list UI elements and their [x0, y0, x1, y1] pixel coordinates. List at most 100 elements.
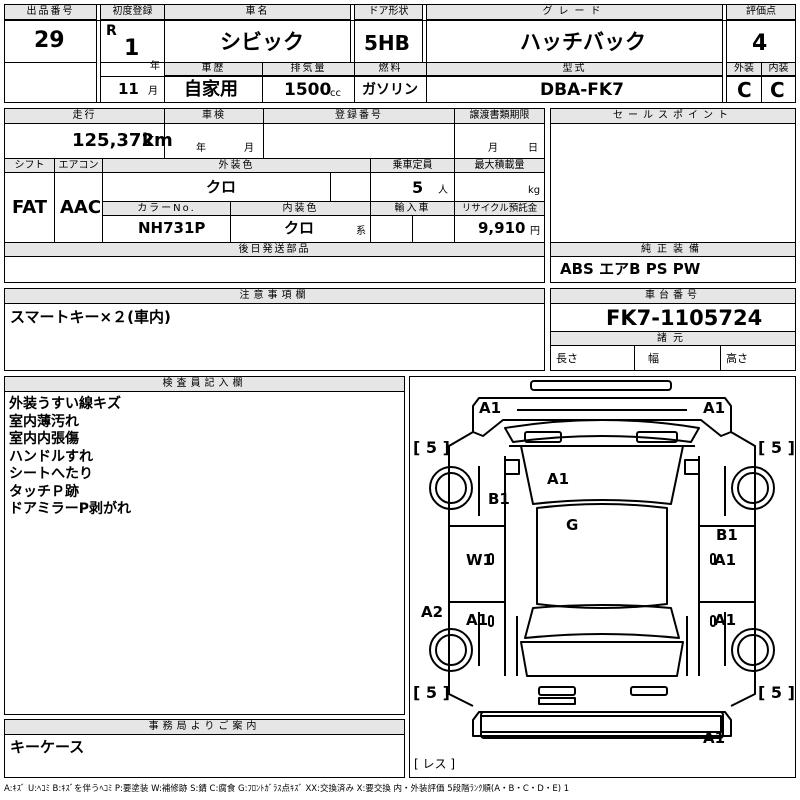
reg-month: 11 [118, 80, 139, 98]
capacity-label: 乗車定員 [371, 159, 454, 173]
insp-year-unit: 年 [196, 143, 206, 154]
inspector-line: 外装うすい線キズ [9, 396, 121, 412]
damage-front-left: A1 [479, 399, 502, 417]
color-label: 外装色 [103, 159, 370, 173]
transfer-day: 日 [528, 143, 538, 154]
grade-label: グレード [427, 5, 722, 20]
ext-grade: C [737, 78, 752, 102]
shift-label: シフト [5, 159, 54, 173]
era: R [106, 23, 117, 39]
office-text: キーケース [10, 738, 85, 756]
displacement: 1500 [284, 80, 332, 100]
inspector-line: 室内薄汚れ [9, 413, 79, 430]
inspector-line: ドアミラーP剥がれ [9, 501, 131, 517]
damage-roof: G [566, 516, 579, 534]
mileage: 125,372 [72, 130, 154, 151]
damage-front-right: A1 [703, 399, 726, 417]
header-block [4, 4, 796, 103]
capacity: 5 [412, 178, 424, 197]
tire-front-right: [ 5 ] [758, 438, 795, 457]
colorno-label: カラーNo. [103, 202, 230, 216]
import-label: 輸入車 [371, 202, 454, 216]
equipment-label: 純正装備 [551, 243, 795, 257]
maxload-unit: kg [528, 185, 541, 196]
chassis-block [550, 288, 796, 371]
history-label: 車歴 [165, 63, 262, 76]
damage-right-front-door: A1 [714, 551, 737, 569]
inspector-notes: 外装うすい線キズ 室内薄汚れ 室内内張傷 ハンドルすれ シートへたり タッチＰ跡… [9, 396, 131, 519]
door-type: 5HB [364, 31, 410, 55]
history: 自家用 [184, 79, 238, 100]
sales-point-block [550, 108, 796, 283]
width-label: 幅 [648, 352, 659, 365]
car-diagram-block [409, 376, 796, 778]
car-name: シビック [220, 30, 304, 54]
mileage-label: 走行 [5, 109, 164, 124]
sales-point-label: セールスポイント [551, 109, 795, 124]
door-label: ドア形状 [355, 5, 422, 20]
vehicle-info-block [4, 108, 545, 283]
equipment: ABS エアB PS PW [560, 260, 701, 278]
caution-text: スマートキー×２(車内) [10, 308, 171, 326]
model-label: 型式 [427, 63, 722, 76]
disp-label: 排気量 [263, 63, 354, 76]
inspector-label: 検査員記入欄 [5, 377, 404, 392]
inspector-line: シートへたり [9, 466, 93, 482]
int-color-label: 内装色 [231, 202, 370, 216]
score-label: 評価点 [727, 5, 795, 20]
insp-month-unit: 月 [244, 143, 254, 154]
ext-label: 外装 [727, 63, 761, 76]
air-conditioner: AAC [60, 197, 102, 218]
damage-rear-bumper: A1 [703, 729, 726, 747]
mileage-unit: km [142, 130, 173, 151]
grade: ハッチバック [520, 30, 646, 54]
tire-rear-right: [ 5 ] [758, 683, 795, 702]
interior-color: クロ [284, 219, 315, 237]
lot-number: 29 [34, 28, 65, 53]
damage-left-front-door: W1 [466, 551, 493, 569]
office-block [4, 719, 405, 778]
caution-block [4, 288, 545, 371]
exterior-color: クロ [206, 178, 237, 196]
year-unit: 年 [150, 61, 160, 72]
damage-right-fender: B1 [716, 526, 738, 544]
first-reg-label: 初度登録 [101, 5, 164, 20]
fuel-label: 燃料 [355, 63, 426, 76]
capacity-unit: 人 [438, 185, 448, 196]
later-parts-label: 後日発送部品 [5, 243, 544, 257]
inspection-label: 車検 [165, 109, 263, 124]
int-color-unit: 系 [356, 226, 366, 237]
reg-year: 1 [124, 36, 140, 61]
car-diagram [429, 380, 775, 739]
car-name-label: 車名 [165, 5, 350, 20]
reg-no-label: 登録番号 [264, 109, 454, 124]
spare-tire: [ レス ] [414, 757, 456, 771]
chassis-number: FK7-1105724 [606, 306, 763, 330]
int-label: 内装 [762, 63, 795, 76]
inspector-line: 室内内張傷 [9, 431, 79, 447]
caution-label: 注意事項欄 [5, 289, 544, 304]
model-code: DBA-FK7 [540, 80, 624, 100]
chassis-label: 車台番号 [551, 289, 795, 304]
damage-left-rear-door: A1 [466, 611, 489, 629]
recycle-fee: 9,910 [478, 219, 526, 237]
tire-rear-left: [ 5 ] [413, 683, 450, 702]
spec-label: 諸元 [551, 332, 795, 346]
inspector-line: ハンドルすれ [9, 448, 93, 465]
damage-left-quarter: A2 [421, 603, 444, 621]
shift: FAT [12, 197, 48, 218]
height-label: 高さ [726, 352, 748, 365]
length-label: 長さ [556, 352, 578, 365]
legend: A:ｷｽﾞ U:ﾍｺﾐ B:ｷｽﾞを伴うﾍｺﾐ P:要塗装 W:補修跡 S:錆 … [4, 784, 570, 794]
transfer-label: 譲渡書類期限 [455, 109, 544, 124]
lot-label: 出品番号 [5, 5, 96, 20]
recycle-unit: 円 [530, 226, 540, 237]
disp-unit: cc [330, 88, 341, 99]
inspector-block [4, 376, 405, 715]
month-unit: 月 [148, 86, 158, 97]
score: 4 [752, 31, 768, 56]
damage-right-rear-door: A1 [714, 611, 737, 629]
int-grade: C [770, 78, 785, 102]
office-label: 事務局よりご案内 [5, 720, 404, 735]
color-number: NH731P [138, 219, 206, 237]
